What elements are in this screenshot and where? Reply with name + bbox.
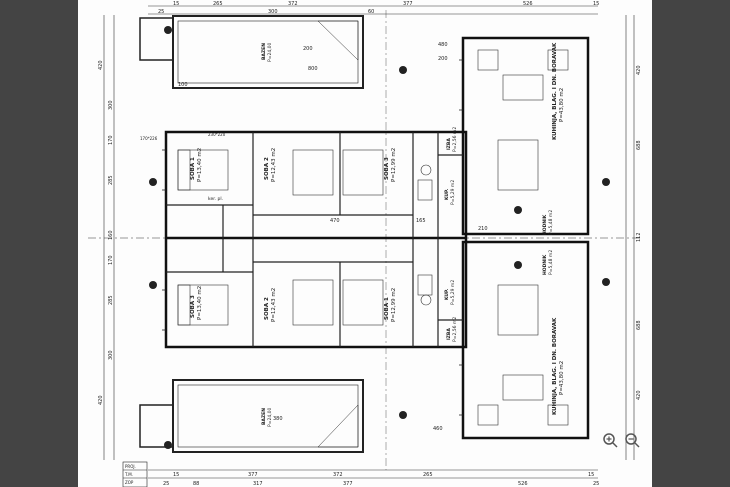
room-soba2-top-area: P=12,43 m2: [271, 148, 277, 182]
room-kitchen-bottom: KUHINJA, BLAG. I DN. BORAVAK: [552, 317, 558, 415]
room-izba-bottom-area: P=2,56 m2: [452, 317, 458, 342]
dim-top-2: 372: [288, 1, 298, 7]
room-soba1-bottom-area: P=12,99 m2: [391, 288, 397, 322]
dim-top-0: 15: [173, 1, 179, 7]
dim-top-inner-2: 60: [368, 9, 374, 15]
pool-bottom-label: BAZEN: [261, 408, 267, 425]
dim-misc-0: 480: [438, 42, 448, 48]
room-kup-top: KUP.: [444, 188, 450, 200]
floor-plan-drawing: 15 265 372 377 526 15 25 300 60 15 377 3…: [88, 1, 643, 487]
viewer-right-margin: [652, 0, 730, 487]
room-izba-bottom: IZBA: [446, 328, 452, 340]
dim-left-4: 160: [108, 230, 114, 240]
room-hodnik-bottom: HODNIK: [542, 254, 548, 275]
room-soba3-bottom: SOBA 3: [190, 295, 196, 318]
room-soba1-bottom: SOBA 1: [384, 297, 390, 320]
dim-right-4: 420: [636, 390, 642, 400]
dim-top-inner-0: 25: [158, 9, 164, 15]
room-soba2-bottom-area: P=12,43 m2: [271, 288, 277, 322]
room-izba-top-area: P=2,56 m2: [452, 127, 458, 152]
room-soba3-bottom-area: P=13,40 m2: [197, 286, 203, 320]
room-soba1-top: SOBA 1: [190, 157, 196, 180]
room-soba1-top-area: P=13,40 m2: [197, 148, 203, 182]
dim-right-3: 688: [636, 320, 642, 330]
dim-misc-6: 470: [330, 218, 340, 224]
dim-top-inner-1: 300: [268, 9, 278, 15]
room-soba3-top: SOBA 3: [384, 157, 390, 180]
room-izba-top: IZBA: [446, 138, 452, 150]
title-block-1: T.M.: [124, 472, 133, 477]
dim-right-2: 112: [636, 232, 642, 242]
dim-misc-7: 165: [416, 218, 426, 224]
title-block-0: PROJ.: [125, 464, 136, 469]
zoom-controls: [602, 432, 650, 450]
zoom-out-icon[interactable]: [624, 432, 640, 448]
dim-top-1: 265: [213, 1, 223, 7]
dim-bottom-0: 15: [173, 472, 179, 478]
room-kup-top-area: P=5,29 m2: [450, 180, 456, 205]
pool-top-label: BAZEN: [261, 43, 267, 60]
window-code-label-2: 170*226: [140, 136, 158, 141]
room-hodnik-top-area: P=5,48 m2: [548, 210, 554, 235]
zoom-in-icon[interactable]: [602, 432, 618, 448]
room-soba2-top: SOBA 2: [264, 157, 270, 180]
dim-left-5: 170: [108, 255, 114, 265]
dim-bottom2-2: 317: [253, 481, 263, 487]
viewer-left-margin: [0, 0, 78, 487]
room-kup-bottom-area: P=5,29 m2: [450, 280, 456, 305]
floor-plan-sheet: 15 265 372 377 526 15 25 300 60 15 377 3…: [78, 0, 652, 487]
dim-misc-8: 210: [478, 226, 488, 232]
dim-misc-3: 200: [303, 46, 313, 52]
floor-finish-label: ker. pl.: [208, 196, 223, 202]
dim-left-7: 300: [108, 350, 114, 360]
dim-misc-2: 100: [178, 82, 188, 88]
room-hodnik-top: HODNIK: [542, 214, 548, 235]
dim-left-6: 285: [108, 295, 114, 305]
dim-left-1: 300: [108, 100, 114, 110]
dim-misc-4: 800: [308, 66, 318, 72]
dim-right-0: 420: [636, 65, 642, 75]
dim-left-2: 170: [108, 135, 114, 145]
dim-bottom-3: 265: [423, 472, 433, 478]
dim-misc-5: 380: [273, 416, 283, 422]
dim-bottom2-1: 88: [193, 481, 199, 487]
dim-bottom2-5: 25: [593, 481, 599, 487]
room-kitchen-top-area: P=43,80 m2: [559, 88, 565, 122]
dim-bottom-2: 372: [333, 472, 343, 478]
dim-bottom2-4: 526: [518, 481, 528, 487]
dim-top-4: 526: [523, 1, 533, 7]
dim-bottom2-0: 25: [163, 481, 169, 487]
room-kitchen-top: KUHINJA, BLAG. I DN. BORAVAK: [552, 42, 558, 140]
dim-left-8: 420: [98, 395, 104, 405]
dim-right-1: 688: [636, 140, 642, 150]
pool-top-area: P=24,00: [267, 42, 273, 62]
title-block-2: ZOP: [125, 480, 134, 485]
room-soba3-top-area: P=12,99 m2: [391, 148, 397, 182]
dim-bottom-1: 377: [248, 472, 258, 478]
dim-left-0: 420: [98, 60, 104, 70]
pool-bottom-area: P=24,00: [267, 407, 273, 427]
dim-top-5: 15: [593, 1, 599, 7]
room-kitchen-bottom-area: P=43,80 m2: [559, 361, 565, 395]
window-code-label: 230*220: [208, 132, 226, 137]
dim-left-3: 285: [108, 175, 114, 185]
dim-bottom2-3: 377: [343, 481, 353, 487]
room-hodnik-bottom-area: P=5,48 m2: [548, 250, 554, 275]
room-soba2-bottom: SOBA 2: [264, 297, 270, 320]
dim-top-3: 377: [403, 1, 413, 7]
dim-misc-9: 460: [433, 426, 443, 432]
dim-bottom-4: 15: [588, 472, 594, 478]
dim-misc-1: 200: [438, 56, 448, 62]
room-kup-bottom: KUP.: [444, 288, 450, 300]
